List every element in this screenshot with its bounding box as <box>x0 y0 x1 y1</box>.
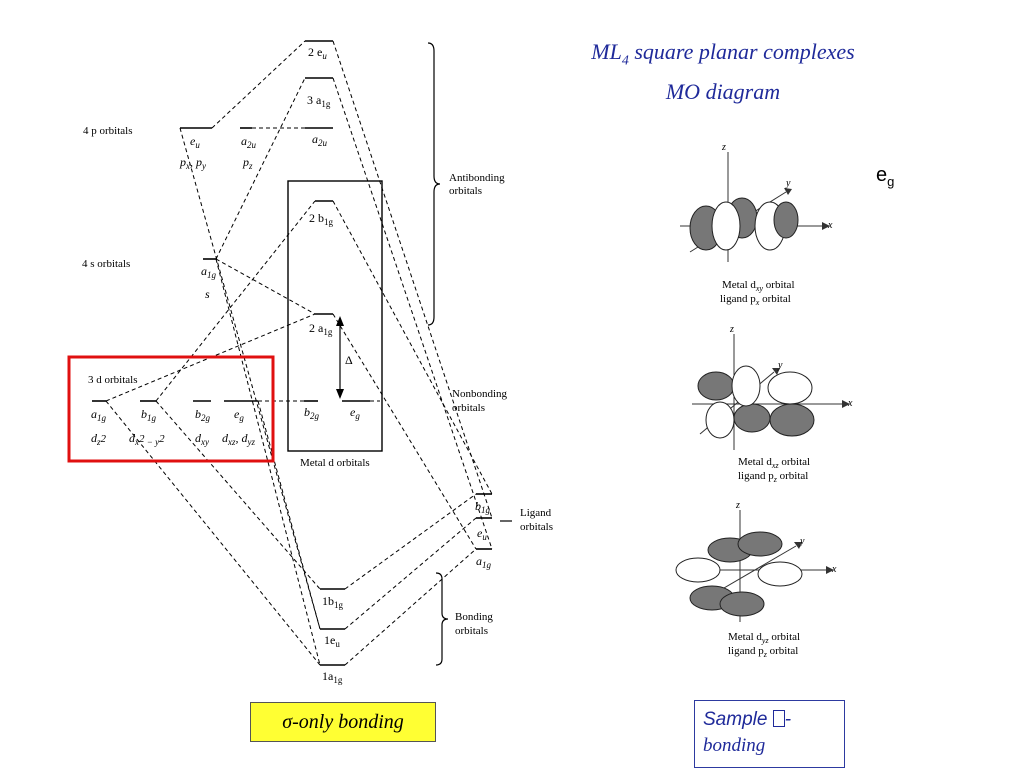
svg-text:eu: eu <box>477 526 487 542</box>
mo-diagram: Δ 4 p orbitals 4 s orbitals 3 d orbitals… <box>67 40 853 685</box>
svg-text:1a1g: 1a1g <box>322 669 343 685</box>
label-4s: 4 s orbitals <box>82 258 130 270</box>
bonding-brace <box>435 572 449 666</box>
svg-text:orbitals: orbitals <box>455 625 488 637</box>
lbl-dx2y2: dx2 − y2 <box>129 431 165 447</box>
energy-levels <box>92 40 492 666</box>
svg-text:Nonbonding: Nonbonding <box>452 388 508 400</box>
svg-text:z: z <box>735 500 740 511</box>
missing-glyph-icon <box>772 710 785 727</box>
lbl-d-a1g: a1g <box>91 407 107 423</box>
svg-text:z: z <box>729 324 734 335</box>
svg-text:Metal dxy orbital: Metal dxy orbital <box>722 279 795 293</box>
svg-text:Metal dyz orbital: Metal dyz orbital <box>728 631 800 645</box>
lbl-a2u: a2u <box>241 134 257 150</box>
lbl-s: s <box>205 287 210 301</box>
lbl-pz: pz <box>242 155 253 171</box>
svg-text:a2u: a2u <box>312 132 328 148</box>
svg-text:Bonding: Bonding <box>455 611 493 623</box>
svg-text:y: y <box>777 360 783 371</box>
svg-text:Antibonding: Antibonding <box>449 172 505 184</box>
lbl-d-eg: eg <box>234 407 244 423</box>
metal-d-label: Metal d orbitals <box>300 457 370 469</box>
svg-text:2 b1g: 2 b1g <box>309 211 334 227</box>
lbl-dxy: dxy <box>195 431 209 447</box>
svg-text:y: y <box>785 178 791 189</box>
label-4p: 4 p orbitals <box>83 125 133 137</box>
svg-text:orbitals: orbitals <box>449 185 482 197</box>
svg-text:ligand pz orbital: ligand pz orbital <box>738 470 808 484</box>
sigma-only-bonding-box: σ-only bonding <box>250 702 436 742</box>
svg-text:Metal dxz orbital: Metal dxz orbital <box>738 456 810 470</box>
svg-text:3 a1g: 3 a1g <box>307 93 331 109</box>
lbl-d-b2g: b2g <box>195 407 211 423</box>
svg-text:x: x <box>827 220 833 231</box>
svg-text:orbitals: orbitals <box>452 402 485 414</box>
metal-d-box <box>287 180 383 452</box>
lbl-eu: eu <box>190 134 200 150</box>
eg-label: eg <box>876 164 895 189</box>
svg-text:y: y <box>799 536 805 547</box>
svg-text:2 a1g: 2 a1g <box>309 321 333 337</box>
svg-text:ligand px orbital: ligand px orbital <box>720 293 791 307</box>
svg-text:2 eu: 2 eu <box>308 45 327 61</box>
lbl-dz2: dz2 <box>91 431 107 447</box>
svg-text:ligand pz orbital: ligand pz orbital <box>728 645 798 659</box>
correlation-lines <box>105 40 493 666</box>
sample-pi-bonding-box: Sample - bonding <box>694 700 845 768</box>
svg-text:1eu: 1eu <box>324 633 340 649</box>
lbl-pxpy: px, py <box>179 155 206 171</box>
lbl-a1g-s: a1g <box>201 264 217 280</box>
lbl-d-b1g: b1g <box>141 407 157 423</box>
delta-label: Δ <box>345 353 353 367</box>
svg-text:b1g: b1g <box>475 499 491 515</box>
lbl-dxzyz: dxz, dyz <box>222 431 255 447</box>
antibonding-brace <box>427 42 441 326</box>
svg-text:a1g: a1g <box>476 554 492 570</box>
page-title: ML4 square planar complexes MO diagram <box>591 39 855 105</box>
d-orbitals-highlight <box>67 355 275 463</box>
svg-text:z: z <box>721 142 726 153</box>
orbital-illustration-2: z y x Metal dxz orbital ligand pz orbita… <box>692 324 853 484</box>
svg-text:1b1g: 1b1g <box>322 594 344 610</box>
svg-text:x: x <box>847 398 853 409</box>
svg-text:orbitals: orbitals <box>520 521 553 533</box>
svg-text:x: x <box>831 564 837 575</box>
label-3d: 3 d orbitals <box>88 374 138 386</box>
svg-text:b2g: b2g <box>304 405 320 421</box>
svg-text:Ligand: Ligand <box>520 507 552 519</box>
svg-text:eg: eg <box>350 405 360 421</box>
orbital-illustration-1: z y x Metal dxy orbital ligand px orbita… <box>680 142 833 307</box>
orbital-illustration-3: z y x Metal dyz orbital ligand pz orbita… <box>675 500 837 659</box>
